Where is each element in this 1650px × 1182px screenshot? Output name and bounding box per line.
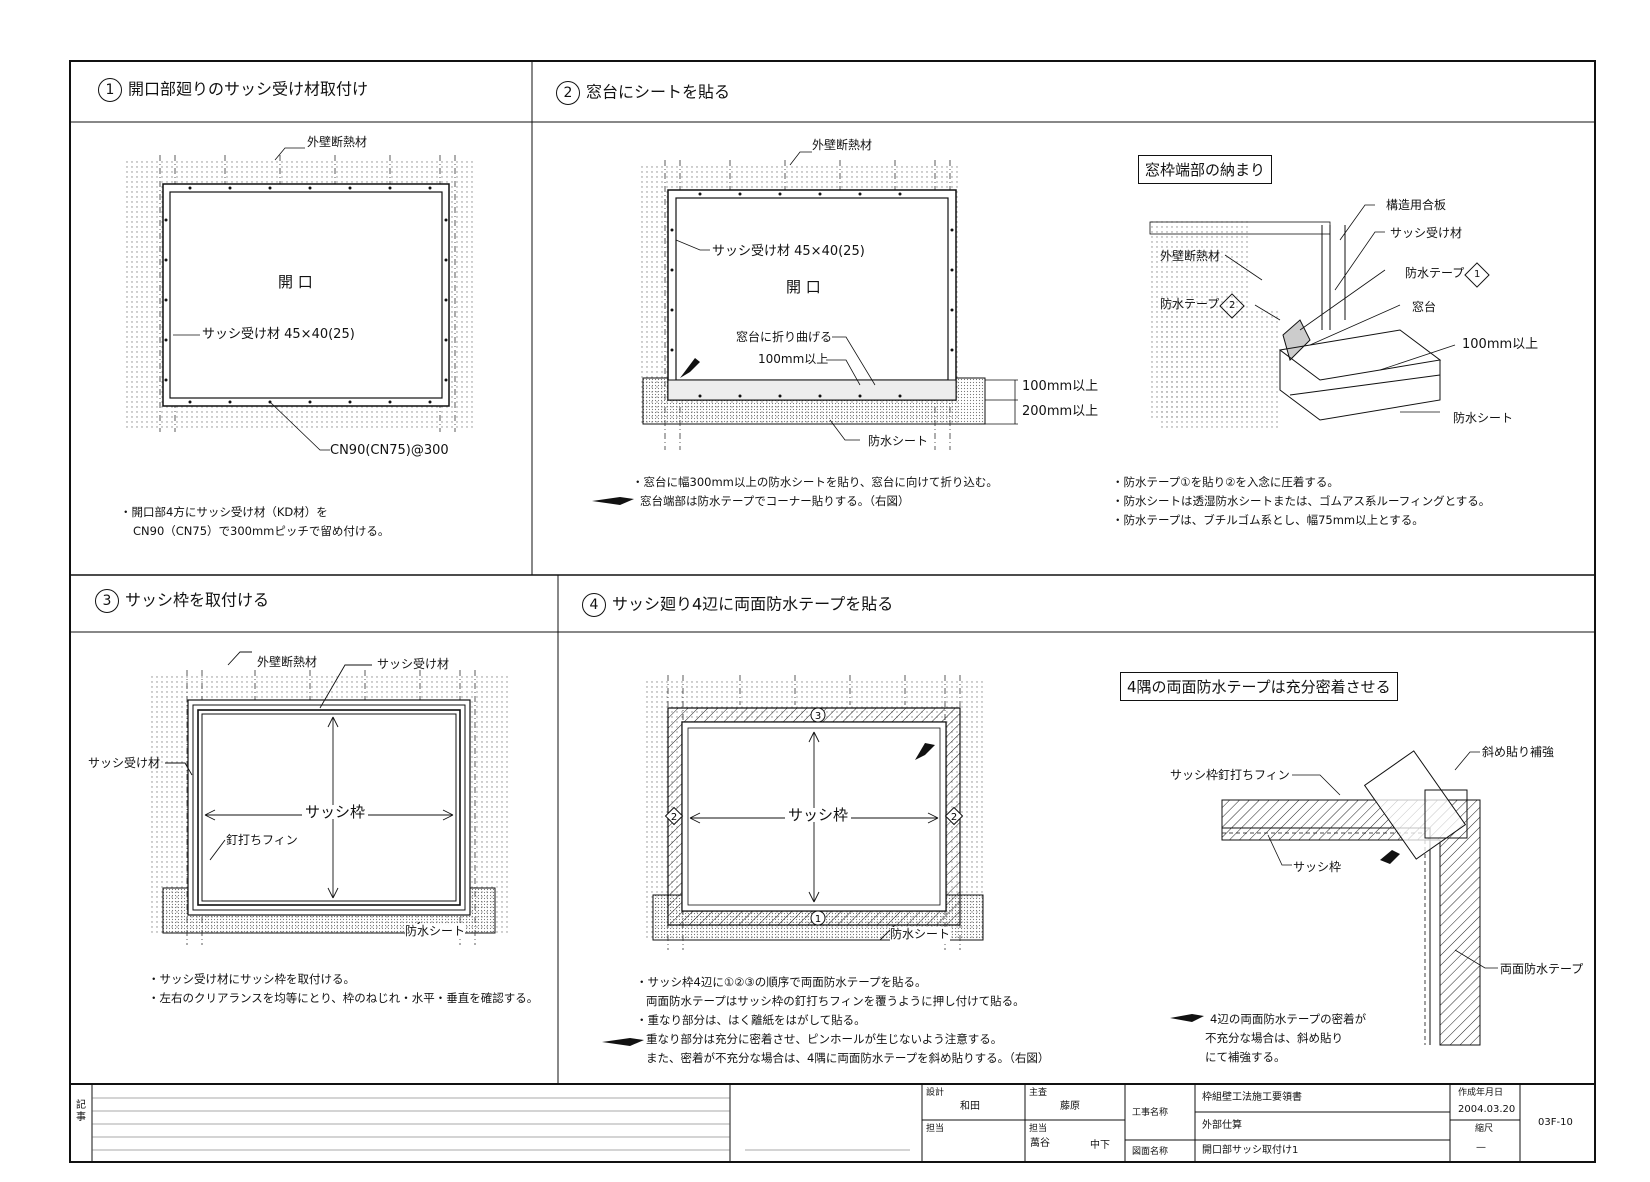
- hand-pointer-icon: [1170, 1014, 1204, 1022]
- p2-dim-200: 200mm以上: [1022, 404, 1099, 419]
- p3-label-sheet: 防水シート: [405, 924, 466, 938]
- tb-charge-label: 担当: [926, 1124, 945, 1134]
- p2-detail-sheet: 防水シート: [1453, 411, 1514, 425]
- tb-side-label: 記事: [76, 1100, 86, 1123]
- p2-detail-receiver: サッシ受け材: [1390, 226, 1463, 240]
- p3-note-1: ・サッシ受け材にサッシ枠を取付ける。: [148, 972, 355, 986]
- tb-chief-label: 主査: [1029, 1088, 1048, 1098]
- p4-note-4: 重なり部分は充分に密着させ、ピンホールが生じないよう注意する。: [646, 1032, 1003, 1046]
- p2-label-opening: 開 口: [786, 278, 821, 296]
- p4-label-sheet: 防水シート: [890, 927, 951, 941]
- p4-detail-title: 4隅の両面防水テープは充分密着させる: [1120, 672, 1398, 701]
- tb-date-label: 作成年月日: [1458, 1088, 1504, 1098]
- p4-mark-1: 1: [815, 914, 821, 925]
- tb-scale-label: 縮尺: [1475, 1124, 1494, 1134]
- p1-label-insulation: 外壁断熱材: [307, 135, 368, 149]
- p4-detail-note-1: 4辺の両面防水テープの密着が: [1210, 1012, 1367, 1026]
- p2-detail-title: 窓枠端部の納まり: [1138, 155, 1273, 184]
- p4-detail-fin: サッシ枠釘打ちフィン: [1170, 768, 1290, 782]
- p2-label-receiver: サッシ受け材 45×40(25): [712, 244, 865, 259]
- tb-chief-name: 藤原: [1060, 1101, 1080, 1112]
- p2-label-100: 100mm以上: [758, 352, 829, 366]
- p2-note-1: ・窓台に幅300mm以上の防水シートを貼り、窓台に向けて折り込む。: [632, 475, 998, 489]
- p3-label-fin: 釘打ちフィン: [226, 833, 298, 847]
- p4-note-3: ・重なり部分は、はく離紙をはがして貼る。: [636, 1013, 866, 1027]
- p2-detail-100: 100mm以上: [1462, 337, 1539, 352]
- p1-label-opening: 開 口: [278, 273, 313, 291]
- hand-pointer-icon: [592, 497, 634, 505]
- tb-project-label: 工事名称: [1132, 1108, 1169, 1118]
- tb-design-name: 和田: [960, 1101, 980, 1112]
- p2-label-fold: 窓台に折り曲げる: [736, 330, 833, 344]
- p3-label-receiver-top: サッシ受け材: [377, 657, 450, 671]
- p3-note-2: ・左右のクリアランスを均等にとり、枠のねじれ・水平・垂直を確認する。: [148, 991, 539, 1005]
- p4-detail-frame: サッシ枠: [1293, 860, 1342, 874]
- p1-label-nail: CN90(CN75)@300: [330, 443, 449, 458]
- p3-label-insulation: 外壁断熱材: [257, 655, 318, 669]
- p3-label-receiver-left: サッシ受け材: [88, 756, 161, 770]
- p1-label-receiver: サッシ受け材 45×40(25): [202, 327, 355, 342]
- p2-detail-tape1: 防水テープ 1: [1405, 262, 1490, 288]
- p1-note-2: CN90（CN75）で300mmピッチで留め付ける。: [133, 524, 390, 538]
- tb-sheet-no: 03F-10: [1538, 1117, 1573, 1128]
- tb-project-name: 枠組壁工法施工要領書: [1202, 1092, 1302, 1103]
- p2-detail-note-3: ・防水テープは、ブチルゴム系とし、幅75mm以上とする。: [1112, 513, 1424, 527]
- p3-label-frame: サッシ枠: [302, 805, 369, 820]
- p2-detail-note-2: ・防水シートは透湿防水シートまたは、ゴムアス系ルーフィングとする。: [1112, 494, 1491, 508]
- p4-note-2: 両面防水テープはサッシ枠の釘打ちフィンを覆うように押し付けて貼る。: [646, 994, 1025, 1008]
- tb-drawing-name: 開口部サッシ取付け1: [1202, 1145, 1299, 1156]
- p1-note-1: ・開口部4方にサッシ受け材（KD材）を: [120, 505, 328, 519]
- tb-project-sub: 外部仕算: [1202, 1120, 1242, 1131]
- p4-note-1: ・サッシ枠4辺に①②③の順序で両面防水テープを貼る。: [636, 975, 927, 989]
- p4-note-5: また、密着が不充分な場合は、4隅に両面防水テープを斜め貼りする。（右図）: [646, 1051, 1050, 1065]
- p2-detail-sill: 窓台: [1412, 300, 1437, 314]
- p2-label-sheet: 防水シート: [868, 434, 929, 448]
- p4-detail-note-3: にて補強する。: [1205, 1050, 1286, 1064]
- tb-check-name1: 萬谷: [1030, 1138, 1050, 1149]
- tb-design-label: 設計: [926, 1088, 945, 1098]
- tb-scale: —: [1476, 1142, 1486, 1153]
- tb-drawing-label: 図面名称: [1132, 1147, 1169, 1157]
- p2-note-2: 窓台端部は防水テープでコーナー貼りする。（右図）: [640, 494, 910, 508]
- p2-detail-plywood: 構造用合板: [1386, 198, 1447, 212]
- p2-detail-insulation: 外壁断熱材: [1160, 249, 1221, 263]
- p2-label-insulation: 外壁断熱材: [812, 138, 873, 152]
- p4-detail-tape: 両面防水テープ: [1500, 962, 1584, 976]
- p4-detail-note-2: 不充分な場合は、斜め貼り: [1205, 1031, 1343, 1045]
- hand-pointer-icon: [602, 1038, 644, 1046]
- tb-date: 2004.03.20: [1458, 1104, 1516, 1115]
- p4-detail-diag: 斜め貼り補強: [1482, 745, 1555, 759]
- tb-check-name2: 中下: [1090, 1140, 1110, 1151]
- p2-detail-tape2: 防水テープ 2: [1160, 293, 1245, 319]
- p4-mark-2-right: 2: [951, 812, 957, 823]
- p4-mark-2-left: 2: [671, 812, 677, 823]
- p4-label-frame: サッシ枠: [785, 808, 852, 823]
- tb-check-label: 担当: [1029, 1124, 1048, 1134]
- p2-detail-note-1: ・防水テープ①を貼り②を入念に圧着する。: [1112, 475, 1339, 489]
- p2-dim-100: 100mm以上: [1022, 379, 1099, 394]
- p4-mark-3: 3: [815, 711, 821, 722]
